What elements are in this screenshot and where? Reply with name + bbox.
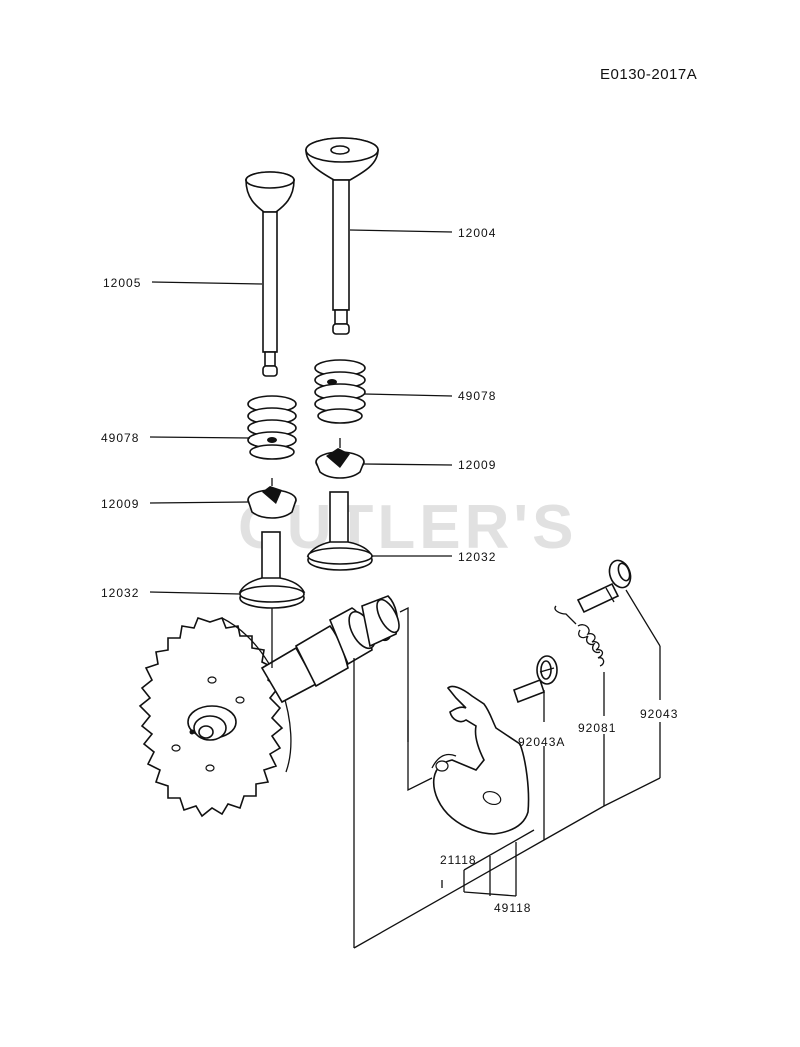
- small-spring-part: [554, 605, 605, 667]
- camshaft-part: [260, 595, 400, 704]
- label-92081: 92081: [578, 721, 616, 735]
- label-92043A: 92043A: [518, 735, 565, 749]
- label-92043: 92043: [640, 707, 678, 721]
- label-12005: 12005: [103, 276, 141, 290]
- label-49078-left: 49078: [101, 431, 139, 445]
- label-12032-right: 12032: [458, 550, 496, 564]
- label-21118: 21118: [440, 853, 477, 867]
- intake-valve-part: [245, 171, 295, 377]
- label-12009-left: 12009: [101, 497, 139, 511]
- label-12009-right: 12009: [458, 458, 496, 472]
- valve-spring-left-part: [247, 395, 297, 460]
- lifter-left-part: [238, 531, 306, 640]
- label-49118: 49118: [494, 901, 531, 915]
- diagram-code: E0130-2017A: [600, 66, 697, 83]
- retainer-right-part: [315, 438, 365, 479]
- retainer-left-part: [247, 478, 297, 519]
- camshaft-gear-part: [138, 617, 292, 818]
- pin-part: [576, 559, 632, 614]
- label-12032-left: 12032: [101, 586, 139, 600]
- label-12004: 12004: [458, 226, 496, 240]
- exhaust-valve-part: [305, 137, 379, 335]
- valve-spring-right-part: [314, 359, 366, 424]
- decompressor-plate-part: [431, 685, 530, 835]
- bolt-part: [512, 655, 558, 704]
- label-49078-right: 49078: [458, 389, 496, 403]
- lifter-right-part: [306, 491, 374, 571]
- leader-lines: [149, 229, 661, 949]
